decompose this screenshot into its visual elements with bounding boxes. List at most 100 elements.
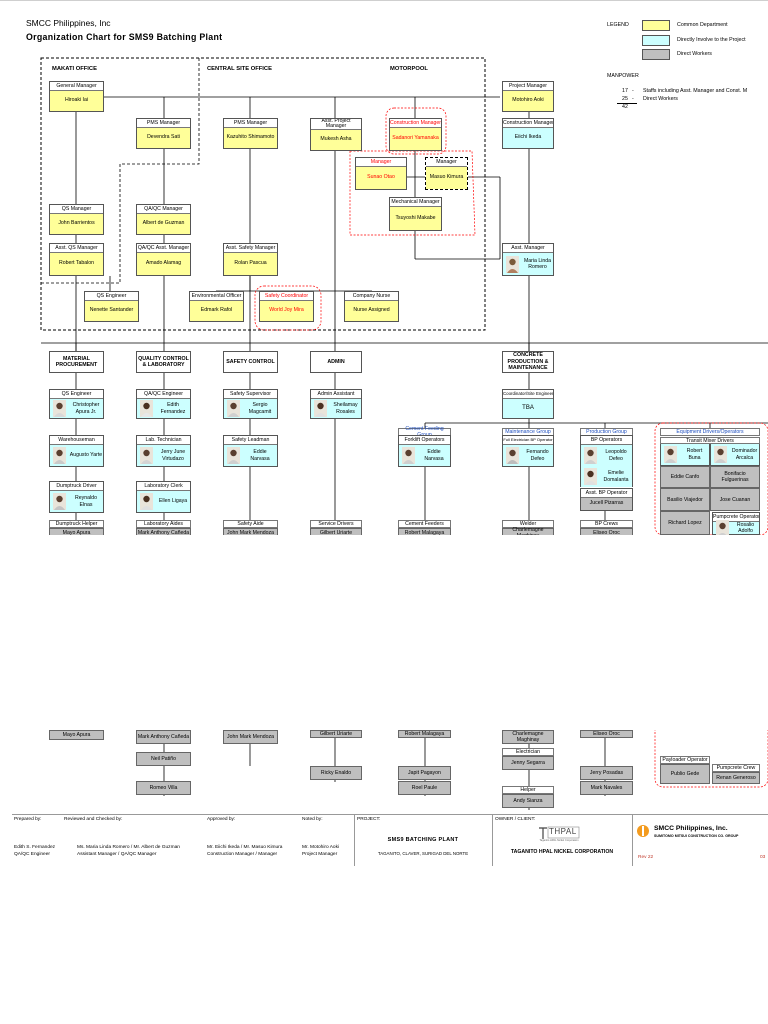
worker-welder-1: Charlemagne Maghinay [502,527,554,535]
person-photo-icon [227,447,240,464]
person-photo-icon [584,468,597,485]
legend-swatch-direct [642,35,670,46]
legend-swatch-workers [642,49,670,60]
box-dumptruck-driver: Dumptruck Driver Reynaldo Elnas [49,481,104,513]
worker-cement-feeder-cont: Robert Malagaya [398,730,451,738]
prepared-by-name: Edith S. Fernandez [14,845,56,850]
box-manager-kimura: Manager Masuo Kimura [425,157,468,190]
manpower-total: 42 [622,104,628,110]
title: QS Engineer [85,292,138,301]
legend-workers: Direct Workers [677,51,712,57]
title: BP Operators [581,436,632,445]
name: Tsuyoshi Makabe [390,207,441,230]
name: Sergio Magcamit [248,402,272,415]
bp-crews-title: BP Crews [580,520,633,528]
box-bp-operator-maintenance: Full Electrician BP Operator Fernando De… [502,435,554,467]
title: Construction Manager [503,119,553,128]
worker-service-driver-1: Gilbert Uriarte [310,528,362,535]
approved-by-role: Construction Manager / Manager [207,852,278,857]
title: Warehouseman [50,436,103,445]
person-photo-icon [227,400,240,417]
title: Asst. BP Operator [581,489,632,498]
name: Devendra Sati [137,128,190,148]
connector-lines [40,57,768,535]
worker-helper-1: Andy Sianza [502,794,554,808]
person-photo-icon [53,493,66,510]
worker-laboratory-aide-2: Neil Patiño [136,752,191,766]
name: Hiroaki Iai [50,91,103,111]
name: Kazuhito Shimamoto [224,128,277,148]
name: Jerry June Virtudazo [160,449,186,462]
name: World Joy Mira [260,301,313,321]
title: Asst. Safety Manager [224,244,277,253]
title: Asst. Project Manager [311,119,361,130]
name: Robert Tabalon [50,253,103,275]
footer-divider [354,815,355,866]
service-drivers-title: Service Drivers [310,520,362,528]
name: Fernando Defeo [526,449,549,462]
name: Reynaldo Elnas [75,495,97,508]
footer: Prepared by: Edith S. Fernandez QA/QC En… [12,814,768,866]
noted-by-name: Mr. Motohiro Aoki [302,845,340,850]
worker-cement-feeder-2: Japit Pagayon [398,766,451,780]
manpower-label: MANPOWER [607,73,639,79]
box-construction-manager: Construction Manager Eiichi Ikeda [502,118,554,149]
region-central: CENTRAL SITE OFFICE [207,66,272,72]
equipment-group: Equipment Drivers/Operators [660,428,760,436]
title: PMS Manager [224,119,277,128]
box-general-manager: General Manager Hiroaki Iai [49,81,104,112]
name: Eddie Narvasa [250,449,270,462]
company-name: SMCC Philippines, Inc [26,18,111,28]
smcc-logo-icon [636,823,650,839]
name: Augusto Yarte [69,452,103,459]
worker-safety-aide-1: John Mark Mendoza [223,528,278,535]
name: Albert de Guzman [137,214,190,234]
project-name: SMS9 BATCHING PLANT [387,837,459,843]
mixer-driver-7: Richard Lopez [660,511,710,535]
thpal-logo: THPAL Taganito HPAL Nickel Corporation [537,825,581,843]
box-mechanical-manager: Mechanical Manager Tsuyoshi Makabe [389,197,442,231]
pumpcrete-crew-title: Pumpcrete Crew [712,764,760,772]
title: Lab. Technician [137,436,190,445]
mixer-driver-1: Robert Buna [660,444,710,466]
region-makati: MAKATI OFFICE [52,66,97,72]
name: Nurse Assigned [345,301,398,321]
name: Masuo Kimura [426,167,467,189]
name: Sheilamay Rosales [333,402,358,415]
cement-feeders-title: Cement Feeders [398,520,451,528]
box-manager-red: Manager Sunao Otao [355,157,407,190]
footer-divider [492,815,493,866]
name: Dominador Arcalca [731,448,758,461]
dept-quality-control: QUALITY CONTROL & LABORATORY [136,351,191,373]
box-pms-manager-1: PMS Manager Devendra Sati [136,118,191,149]
box-safety-coordinator: Safety Coordinator World Joy Mira [259,291,314,322]
name: Rolan Pascua [224,253,277,275]
title: General Manager [50,82,103,91]
chart-bottom-band: Mayo Apura Mark Anthony Cañeda Neil Pati… [0,730,768,866]
worker-cement-feeder-3: Roel Paule [398,781,451,795]
title: QA/QC Asst. Manager [137,244,190,253]
name: Edmark Rafol [190,301,243,321]
mixer-driver-3: Eddie Canfo [660,466,710,488]
worker-cement-feeder-1: Robert Malagaya [398,528,451,535]
name: Sadanori Yamanaka [390,128,441,150]
title: Safety Leadman [224,436,277,445]
title: Admin Assistant [311,390,361,399]
laboratory-aides-title: Laboratory Aides [136,520,191,528]
manpower-desc-staff: Staffs including Asst. Manager and Const… [643,88,748,94]
manpower-total-rule [617,103,637,104]
worker-laboratory-aide-3: Romeo Villa [136,781,191,795]
manpower-dash: - [632,88,634,94]
worker-safety-aide-cont: John Mark Mendoza [223,730,278,744]
box-asst-project-manager: Asst. Project Manager Mukesh Asha [310,118,362,151]
box-admin-assistant: Admin Assistant Sheilamay Rosales [310,389,362,419]
reviewed-by-name: Ms. Maria Linda Romero / Mr. Albert de G… [77,845,180,850]
chart-top-band: SMCC Philippines, Inc Organization Chart… [0,0,768,535]
contractor-group: SUMITOMO MITSUI CONSTRUCTION CO. GROUP [654,834,739,838]
box-lab-technician: Lab. Technician Jerry June Virtudazo [136,435,191,467]
name: Christopher Apura Jr. [72,402,100,415]
dept-material-procurement: MATERIAL PROCUREMENT [49,351,104,373]
noted-by-label: Noted by: [302,817,323,822]
project-location: TAGANITO, CLAVER, SURIGAD DEL NORTE [377,851,469,856]
person-photo-icon [584,447,597,464]
